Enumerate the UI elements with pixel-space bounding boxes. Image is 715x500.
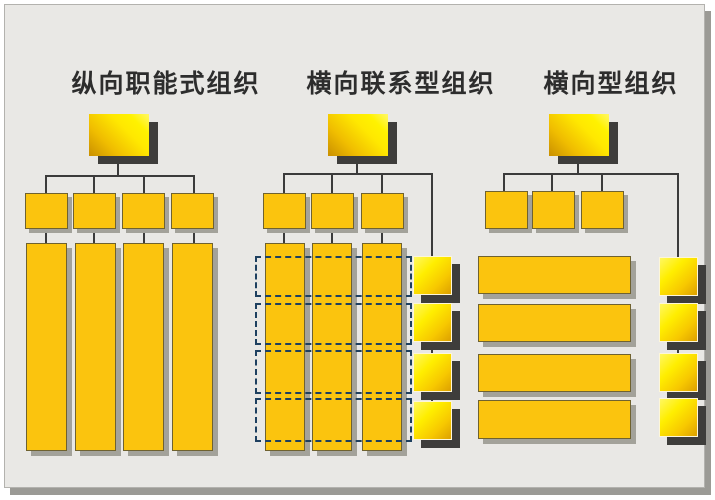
org2-drop-line (381, 173, 383, 193)
org1-dept-box (73, 193, 116, 229)
org1-title: 纵向职能式组织 (71, 71, 261, 98)
org1-drop-line (45, 175, 47, 193)
org2-function-bar (312, 243, 352, 451)
org2-team-link-line (431, 390, 433, 406)
org2-function-bar (265, 243, 305, 451)
org2-dept-box (311, 193, 354, 229)
org3-branch-line (503, 173, 679, 175)
org2-team-link-line (431, 293, 433, 309)
org3-process-bar (478, 400, 631, 439)
org3-top-box (549, 114, 609, 156)
org2-title: 横向联系型组织 (306, 71, 496, 98)
org3-team-box (659, 303, 698, 342)
org3-drop-line (601, 173, 603, 191)
org1-bar-link-line (143, 227, 145, 245)
org2-team-drop-line (431, 173, 433, 257)
org3-team-box (659, 257, 698, 296)
org2-team-box (413, 256, 452, 295)
org3-process-bar (478, 354, 631, 392)
org3-dept-box (532, 191, 575, 229)
org3-team-box (659, 353, 698, 392)
org1-function-bar (172, 243, 213, 451)
org1-dept-box (25, 193, 68, 229)
org1-dept-box (122, 193, 165, 229)
org1-bar-link-line (93, 227, 95, 245)
org1-function-bar (26, 243, 67, 451)
org3-team-link-line (677, 341, 679, 357)
org2-dept-box (361, 193, 404, 229)
org2-dashed-team-row (255, 350, 412, 394)
org2-function-bar (362, 243, 402, 451)
org2-bar-link-line (331, 227, 333, 245)
org2-drop-line (331, 173, 333, 193)
org3-top-stub-line (577, 156, 579, 174)
org1-bar-link-line (193, 227, 195, 245)
org3-team-box (659, 398, 698, 437)
org2-drop-line (283, 173, 285, 193)
org2-top-box (328, 114, 388, 156)
org2-dept-box (263, 193, 306, 229)
org1-function-bar (75, 243, 116, 451)
org3-team-link-line (677, 293, 679, 307)
org2-dashed-team-row (255, 303, 412, 345)
org1-function-bar (123, 243, 164, 451)
org2-top-stub-line (356, 156, 358, 174)
org2-team-box (413, 401, 452, 440)
org1-drop-line (93, 175, 95, 193)
org2-team-box (413, 303, 452, 342)
org1-dept-box (171, 193, 214, 229)
diagram-panel: 纵向职能式组织 横向联系型组织 横向型组织 (4, 4, 705, 488)
org2-team-link-line (431, 341, 433, 359)
org3-team-link-line (677, 390, 679, 402)
org2-team-box (413, 353, 452, 392)
org1-drop-line (193, 175, 195, 193)
org2-branch-line (283, 173, 433, 175)
org1-bar-link-line (45, 227, 47, 245)
org2-dashed-team-row (255, 256, 412, 297)
org3-process-bar (478, 304, 631, 342)
org3-team-drop-line (677, 173, 679, 257)
org2-dashed-team-row (255, 398, 412, 442)
org3-drop-line (551, 173, 553, 191)
org1-top-box (89, 114, 149, 156)
org1-branch-line (45, 175, 195, 177)
org3-process-bar (478, 256, 631, 294)
org1-top-stub-line (117, 156, 119, 176)
org2-bar-link-line (283, 227, 285, 245)
org2-bar-link-line (381, 227, 383, 245)
org3-drop-line (503, 173, 505, 191)
org3-dept-box (485, 191, 528, 229)
org3-title: 横向型组织 (543, 71, 679, 98)
org1-drop-line (143, 175, 145, 193)
org3-dept-box (581, 191, 624, 229)
